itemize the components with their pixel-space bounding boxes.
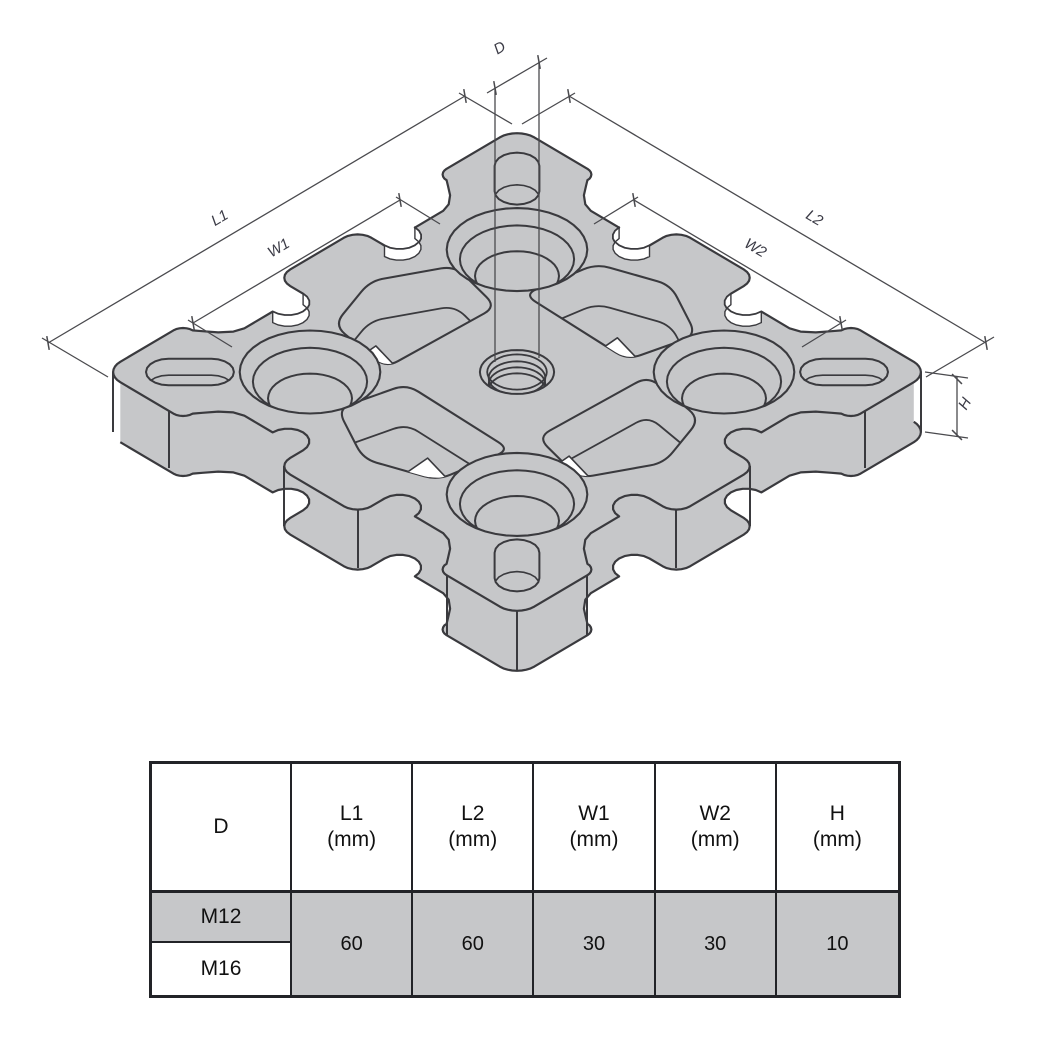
dim-label-h: H [955, 395, 975, 413]
isometric-plate-drawing: D L1 W1 L2 W2 H [41, 38, 995, 672]
dim-label-w2: W2 [741, 235, 770, 261]
value-l1: 60 [292, 893, 414, 995]
dimension-table: D L1 (mm) L2 (mm) W1 (mm) W2 (mm) H (mm)… [149, 761, 901, 998]
size-row-m12: M12 [152, 893, 292, 943]
col-header-w2: W2 (mm) [655, 764, 777, 893]
col-header-l2: L2 (mm) [413, 764, 535, 893]
dim-label-l2: L2 [803, 207, 827, 230]
value-h: 10 [776, 893, 898, 995]
plate-geometry [41, 54, 995, 672]
dim-label-w1: W1 [265, 235, 293, 261]
col-header-l1: L1 (mm) [292, 764, 414, 893]
size-row-m16: M16 [152, 943, 292, 995]
col-header-w1: W1 (mm) [534, 764, 656, 893]
value-l2: 60 [413, 893, 535, 995]
value-w2: 30 [655, 893, 777, 995]
value-w1: 30 [534, 893, 656, 995]
col-header-d: D [152, 764, 292, 893]
dim-label-d: D [491, 38, 509, 58]
col-header-h: H (mm) [776, 764, 898, 893]
dim-label-l1: L1 [208, 207, 231, 230]
